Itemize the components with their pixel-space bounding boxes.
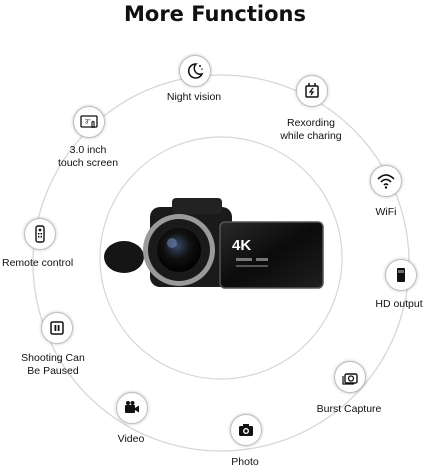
feature-burst-capture: [334, 361, 366, 393]
feature-pause-badge: [41, 312, 73, 344]
feature-remote-control-badge: [24, 218, 56, 250]
camera-icon: [239, 424, 253, 436]
screen-detail: [256, 258, 268, 261]
feature-remote-control-label: Remote control: [2, 257, 74, 269]
hdmi-port-icon: [397, 268, 405, 282]
feature-night-vision-badge: [179, 55, 211, 87]
remote-control-icon: [35, 225, 45, 243]
lens-glass: [157, 228, 201, 272]
burst-camera-icon: [342, 373, 358, 385]
page-title: More Functions: [124, 2, 306, 26]
touch-screen-size-text: 3": [85, 120, 90, 126]
feature-hd-output-badge: [385, 259, 417, 291]
flip-screen: [219, 221, 324, 289]
feature-recording-charging: [296, 75, 328, 107]
camera-top: [172, 198, 222, 214]
feature-photo-badge: [230, 414, 262, 446]
lens-cap: [104, 241, 144, 273]
feature-burst-capture-label: Burst Capture: [316, 403, 382, 415]
lens-glint: [167, 238, 177, 248]
video-camera-icon: [125, 401, 139, 413]
feature-wifi-label: WiFi: [375, 206, 397, 218]
feature-video-label: Video: [117, 433, 145, 445]
4k-badge: 4K: [232, 237, 251, 254]
pause-icon: [50, 321, 64, 335]
feature-touch-screen: 3": [73, 106, 105, 138]
charging-plug-icon: [305, 83, 319, 98]
feature-night-vision-label: Night vision: [166, 91, 222, 103]
wifi-icon: [377, 174, 395, 189]
feature-hd-output-label: HD output: [375, 298, 423, 310]
feature-remote-control: [24, 218, 56, 250]
inner-ring: [99, 136, 343, 380]
screen-detail: [236, 258, 252, 261]
feature-wifi: [370, 165, 402, 197]
feature-recording-charging-badge: [296, 75, 328, 107]
feature-video: [116, 392, 148, 424]
feature-night-vision: [179, 55, 211, 87]
touch-screen-icon: 3": [80, 115, 98, 128]
feature-hd-output: [385, 259, 417, 291]
feature-wifi-badge: [370, 165, 402, 197]
moon-stars-icon: [187, 63, 204, 79]
feature-pause: [41, 312, 73, 344]
screen-detail: [236, 265, 268, 267]
feature-touch-screen-badge: 3": [73, 106, 105, 138]
feature-video-badge: [116, 392, 148, 424]
feature-burst-capture-badge: [334, 361, 366, 393]
feature-photo-label: Photo: [231, 456, 259, 468]
feature-photo: [230, 414, 262, 446]
